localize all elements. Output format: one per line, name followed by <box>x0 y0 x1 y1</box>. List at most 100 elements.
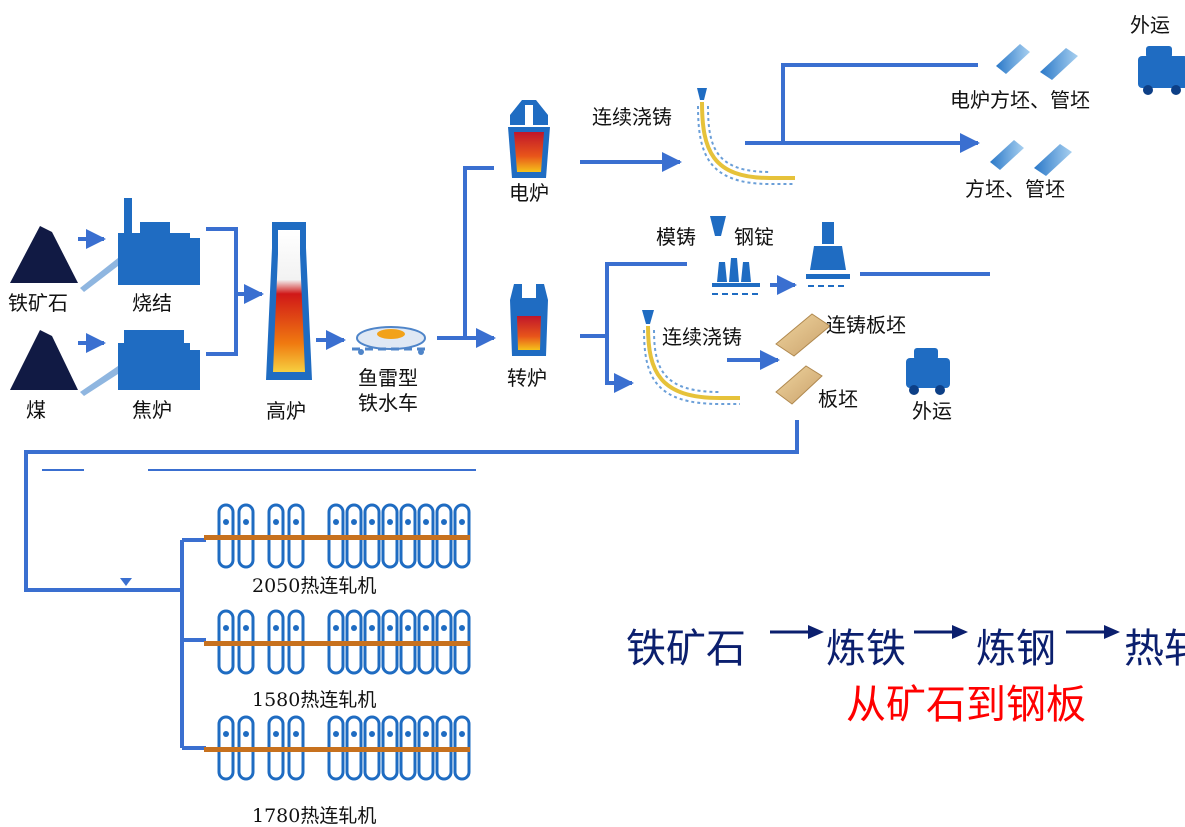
coal-label: 煤 <box>26 398 46 422</box>
slab-to-mills-line <box>24 420 799 592</box>
roll-core <box>351 625 357 631</box>
chain-step-steelmaking: 炼钢 <box>976 626 1056 672</box>
roll-core <box>423 625 429 631</box>
rolling-mill-icon <box>204 715 471 781</box>
roll-core <box>441 625 447 631</box>
roll-core <box>293 625 299 631</box>
flow-lines <box>24 63 990 750</box>
roll-core <box>333 625 339 631</box>
roll-core <box>405 731 411 737</box>
subtitle: 从矿石到钢板 <box>846 682 1086 728</box>
ship-out-mid-group: 外运 <box>906 348 952 423</box>
roll-core <box>273 731 279 737</box>
converter-group: 转炉 <box>507 284 548 390</box>
billet-icon <box>990 140 1072 176</box>
roll-core <box>369 519 375 525</box>
roll-core <box>243 731 249 737</box>
sintering-group: 烧结 <box>80 198 200 315</box>
sintering-label: 烧结 <box>132 291 172 315</box>
roll-core <box>405 625 411 631</box>
roll-core <box>223 731 229 737</box>
electric-furnace-icon <box>508 100 550 178</box>
slab-icon <box>775 313 831 357</box>
torpedo-car-group: 鱼雷型 铁水车 <box>352 326 430 415</box>
chain-step-hot-rolling: 热轧 <box>1124 626 1185 672</box>
mould-casting-label: 模铸 <box>656 225 696 249</box>
roll-core <box>459 731 465 737</box>
steel-ingot-label: 钢锭 <box>734 225 774 249</box>
ship-out-mid-label: 外运 <box>912 399 952 423</box>
chain-step-iron-ore: 铁矿石 <box>626 626 746 672</box>
roll-core <box>441 519 447 525</box>
continuous-caster-icon <box>697 88 795 185</box>
iron-ore-group: 铁矿石 <box>8 226 78 315</box>
roll-core <box>387 731 393 737</box>
iron-ore-label: 铁矿石 <box>8 291 68 315</box>
blast-furnace-label: 高炉 <box>266 399 306 423</box>
roll-core <box>293 519 299 525</box>
ingot-ladle-icon <box>710 216 726 236</box>
slab-icon <box>775 365 823 405</box>
chain-step-ironmaking: 炼铁 <box>826 626 906 672</box>
continuous-casting-top-label: 连续浇铸 <box>592 105 672 129</box>
roll-core <box>405 519 411 525</box>
roll-core <box>243 625 249 631</box>
coke-oven-icon <box>80 330 200 396</box>
ship-out-top-label: 外运 <box>1130 13 1170 37</box>
roll-core <box>423 519 429 525</box>
coke-oven-group: 焦炉 <box>80 330 200 422</box>
roll-core <box>423 731 429 737</box>
roll-core <box>459 625 465 631</box>
roll-core <box>351 519 357 525</box>
strip-bar <box>204 641 470 646</box>
continuous-caster-bottom-group: 连续浇铸 <box>642 310 742 405</box>
torpedo-branch-line <box>437 166 494 338</box>
roll-core <box>223 519 229 525</box>
truck-icon <box>906 348 950 395</box>
ingot-mould-icon <box>712 258 760 295</box>
cc-slab-label: 连铸板坯 <box>826 313 906 337</box>
continuous-caster-top-group: 连续浇铸 <box>592 88 795 185</box>
roll-core <box>223 625 229 631</box>
roll-core <box>273 625 279 631</box>
process-summary: 铁矿石 炼铁 炼钢 热轧 从矿石到钢板 <box>626 625 1185 728</box>
electric-furnace-label: 电炉 <box>509 181 549 205</box>
slab-group: 连铸板坯 板坯 <box>775 313 906 411</box>
blast-furnace-icon <box>266 222 312 380</box>
roll-core <box>369 731 375 737</box>
roll-core <box>333 519 339 525</box>
ship-out-top-group: 外运 <box>1130 13 1185 95</box>
mill-label: 2050热连轧机 <box>252 575 376 597</box>
mould-casting-group: 模铸 钢锭 <box>656 216 850 295</box>
sinter-plant-icon <box>80 198 200 292</box>
converter-label: 转炉 <box>507 366 547 390</box>
strip-bar <box>204 747 470 752</box>
torpedo-car-label-2: 铁水车 <box>358 391 418 415</box>
converter-branch-line <box>580 262 687 383</box>
chain-arrowhead <box>808 625 824 639</box>
blast-furnace-group: 高炉 <box>266 222 312 423</box>
ore-pile-icon <box>10 226 78 283</box>
roll-core <box>333 731 339 737</box>
roll-core <box>293 731 299 737</box>
chain-arrowhead <box>1104 625 1120 639</box>
ore-pile-icon <box>10 330 78 390</box>
sinter-coke-merge-line <box>206 227 262 356</box>
roll-core <box>459 519 465 525</box>
mill-label: 1580热连轧机 <box>252 689 376 711</box>
torpedo-car-icon <box>352 326 430 355</box>
ingot-stripper-icon <box>806 222 850 287</box>
roll-core <box>387 625 393 631</box>
billet-top-group: 电炉方坯、管坯 <box>950 44 1090 112</box>
roll-core <box>273 519 279 525</box>
rolling-mill-icon <box>204 609 471 675</box>
roll-core <box>441 731 447 737</box>
coke-oven-label: 焦炉 <box>132 398 172 422</box>
roll-core <box>369 625 375 631</box>
caster-split-line <box>745 63 978 143</box>
electric-furnace-group: 电炉 <box>508 100 550 205</box>
continuous-casting-bottom-label: 连续浇铸 <box>662 325 742 349</box>
mill-bracket-line <box>180 538 206 750</box>
chain-arrowhead <box>952 625 968 639</box>
